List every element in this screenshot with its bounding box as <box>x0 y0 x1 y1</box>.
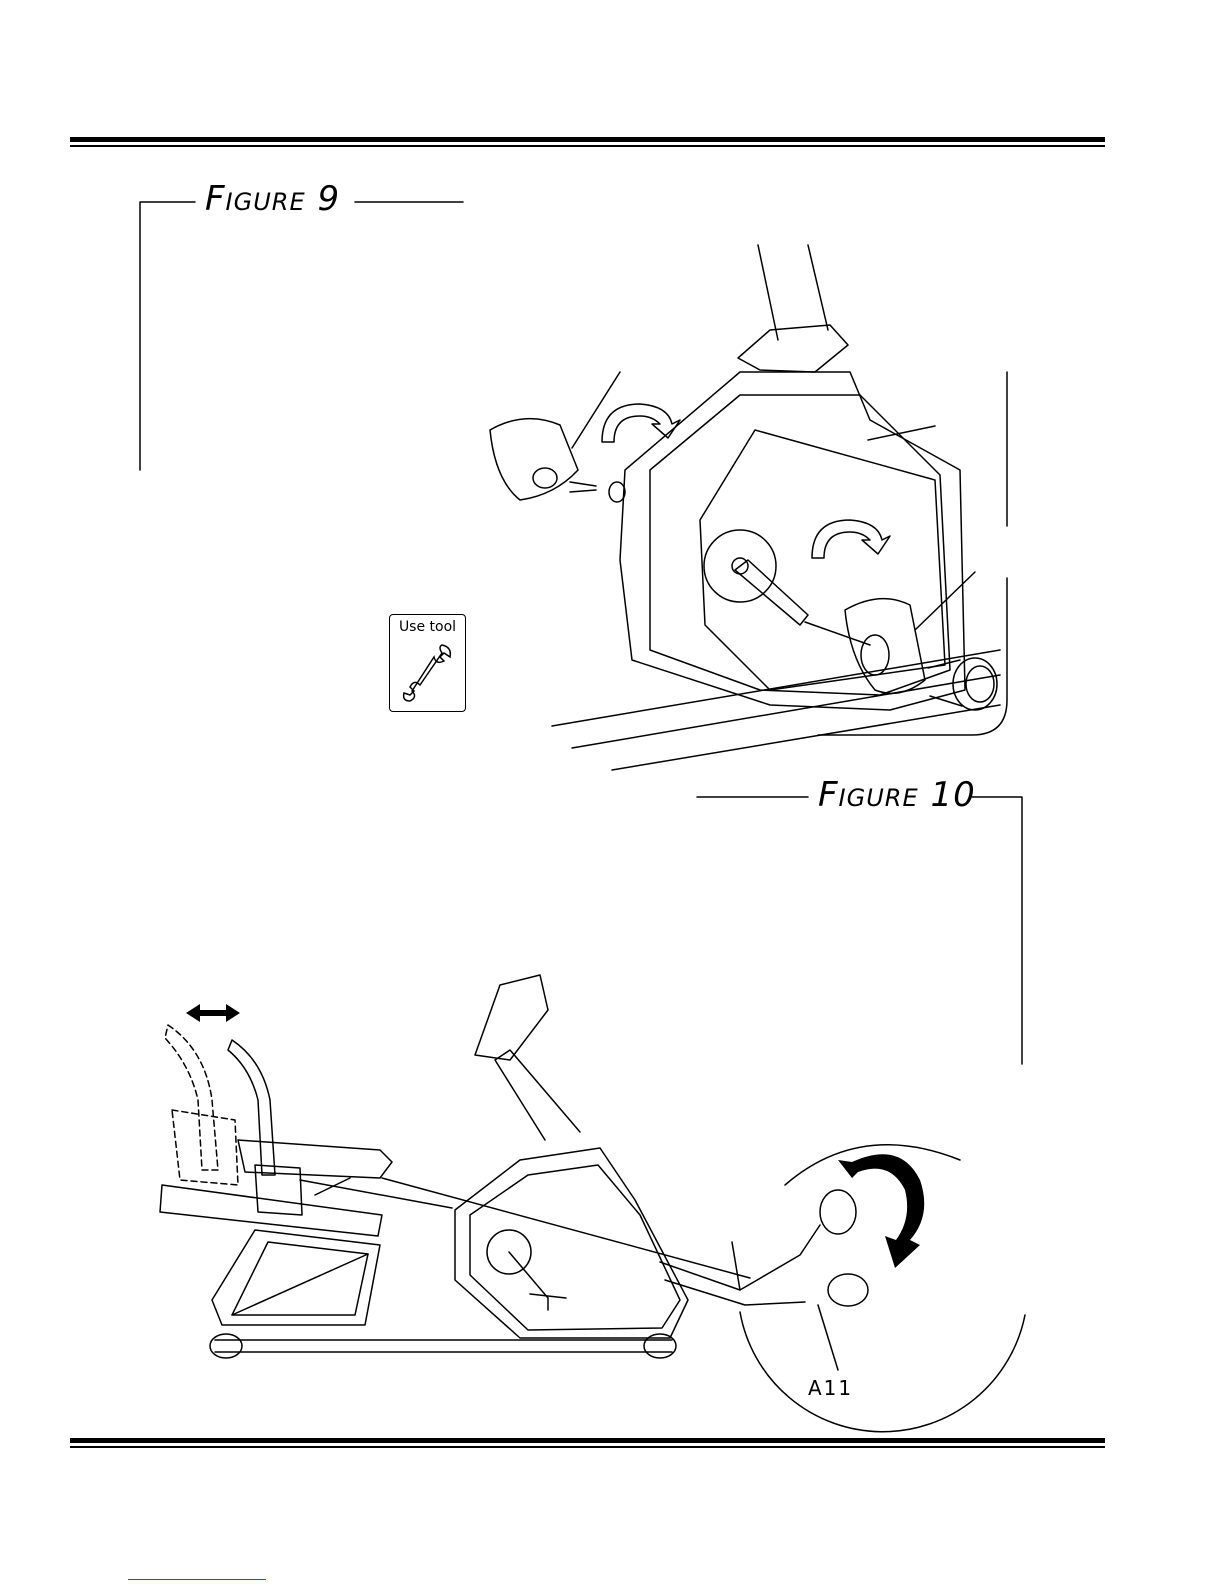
figure-9-bike-detail <box>490 245 1000 770</box>
curved-rotate-arrow-icon <box>838 1154 924 1268</box>
clockwise-arrow-icon <box>602 404 680 442</box>
use-tool-label: Use tool <box>390 619 465 635</box>
footer-link-underline <box>128 1579 266 1580</box>
figure-10-frame <box>697 797 1022 1064</box>
clockwise-arrow-icon <box>812 520 890 558</box>
figure-9-frame <box>140 202 1007 735</box>
use-tool-badge: Use tool <box>389 614 466 712</box>
open-end-wrench-icon <box>398 639 458 707</box>
part-callout-a11: A11 <box>808 1376 853 1400</box>
double-arrow-icon <box>186 1004 240 1022</box>
figure-10-recumbent-bike <box>160 975 1025 1432</box>
